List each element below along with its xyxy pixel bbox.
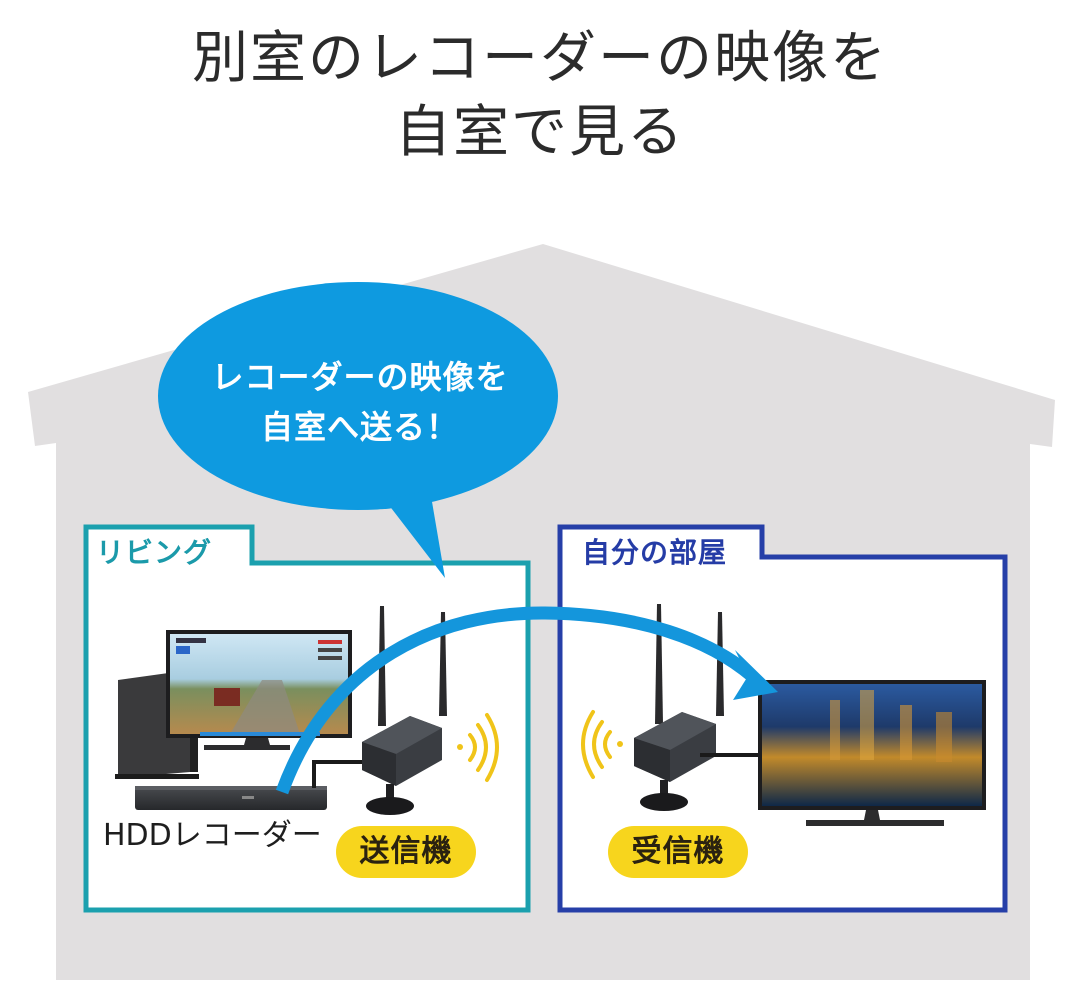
receiver-icon [634, 604, 724, 811]
speech-bubble [158, 282, 558, 578]
my-room-label: 自分の部屋 [582, 536, 728, 569]
title-line-2: 自室で見る [395, 100, 685, 165]
transmitter-badge: 送信機 [336, 826, 476, 878]
page-title: 別室のレコーダーの映像を 自室で見る [0, 22, 1080, 170]
bubble-line-2: 自室へ送る！ [260, 408, 459, 446]
title-line-1: 別室のレコーダーの映像を [192, 26, 888, 91]
hdmi-cable-tx [312, 760, 366, 788]
receiver-wave-icon [581, 710, 623, 779]
room-tv-icon [758, 680, 986, 826]
speech-bubble-text: レコーダーの映像を 自室へ送る！ [175, 352, 545, 452]
receiver-badge: 受信機 [608, 826, 748, 878]
bubble-line-1: レコーダーの映像を [211, 358, 509, 396]
transmitter-icon [362, 606, 447, 815]
signal-arrow [275, 606, 778, 795]
hdd-recorder-icon [135, 786, 327, 810]
transmitter-wave-icon [457, 713, 499, 782]
hdd-recorder-label: HDDレコーダー [103, 818, 322, 853]
living-room-label: リビング [96, 536, 213, 569]
living-tv-icon [166, 630, 352, 750]
